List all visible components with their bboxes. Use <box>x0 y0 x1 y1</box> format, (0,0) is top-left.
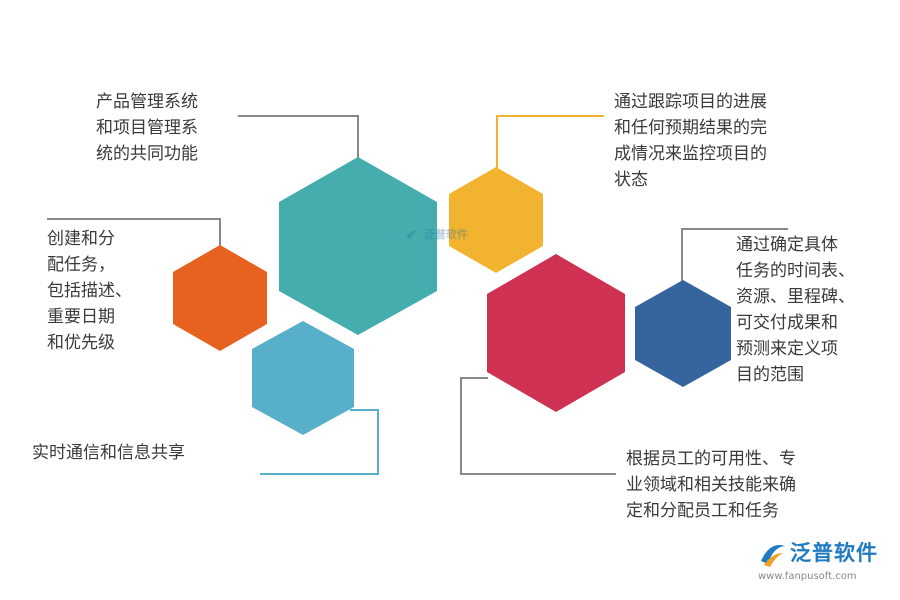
hexagon-yellow <box>449 167 543 273</box>
label-assign-staff: 根据员工的可用性、专 业领域和相关技能来确 定和分配员工和任务 <box>626 449 796 521</box>
label-track-progress: 通过跟踪项目的进展 和任何预期结果的完 成情况来监控项目的 状态 <box>614 92 767 190</box>
brand-logo: 泛普软件 www.fanpusoft.com <box>758 535 888 590</box>
watermark-logo-icon <box>406 230 418 239</box>
connector-assign <box>460 377 616 475</box>
watermark: 泛普软件 <box>404 226 484 244</box>
watermark-text: 泛普软件 <box>424 228 468 241</box>
label-define-scope: 通过确定具体 任务的时间表、 资源、里程碑、 可交付成果和 预测来定义项 目的范… <box>736 235 855 385</box>
connector-comm <box>260 409 379 475</box>
connector-product <box>238 115 359 160</box>
connector-track <box>496 115 604 169</box>
hexagon-crimson <box>487 254 625 412</box>
connector-scope <box>681 228 788 281</box>
hexagon-navy <box>635 280 731 387</box>
label-realtime-communication: 实时通信和信息共享 <box>32 443 185 463</box>
brand-url: www.fanpusoft.com <box>758 571 857 582</box>
label-common-functions: 产品管理系统 和项目管理系 统的共同功能 <box>96 92 198 164</box>
brand-name: 泛普软件 <box>790 541 878 565</box>
brand-logo-icon <box>761 545 785 567</box>
hexagon-orange <box>173 245 267 351</box>
connector-create <box>47 218 221 246</box>
label-create-tasks: 创建和分 配任务， 包括描述、 重要日期 和优先级 <box>47 229 132 353</box>
hexagon-light-blue <box>252 321 354 435</box>
hexagon-teal <box>279 157 437 335</box>
